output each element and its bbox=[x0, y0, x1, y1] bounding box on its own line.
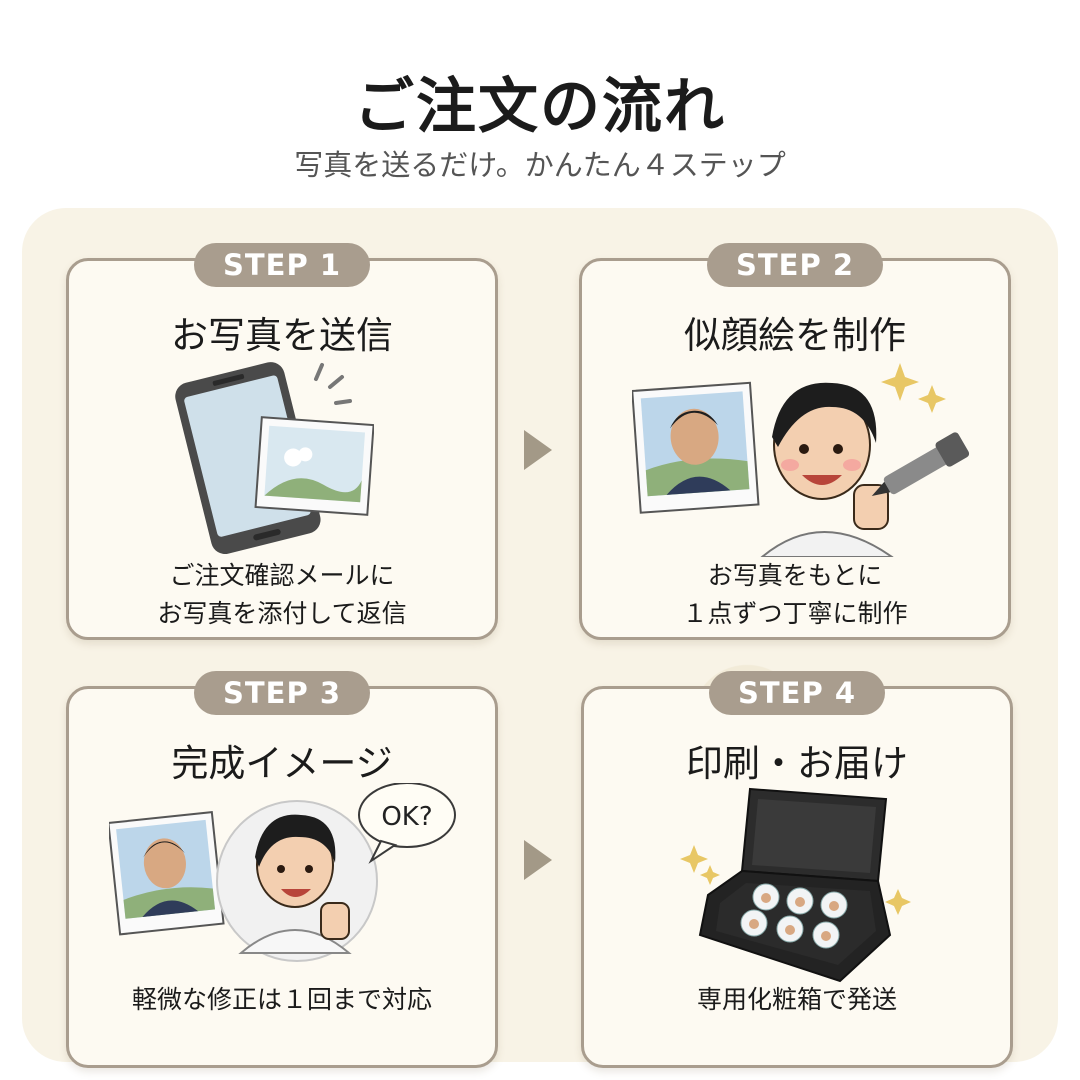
portrait-drawing-icon bbox=[632, 363, 970, 557]
step-card-1: STEP 1 お写真を送信 ご注文確認メールに お写真を添付して返信 bbox=[66, 243, 498, 640]
smartphone-photo-icon bbox=[175, 362, 374, 554]
step-card-4: STEP 4 印刷・お届け 専用化粧箱で発送 bbox=[581, 671, 1013, 1068]
step-title: 似顔絵を制作 bbox=[684, 314, 906, 357]
arrow-icon bbox=[524, 430, 552, 470]
step-title: 印刷・お届け bbox=[686, 742, 908, 785]
step-title: 完成イメージ bbox=[171, 742, 393, 785]
step-desc-line-2: お写真を添付して返信 bbox=[157, 599, 407, 628]
step-card-3: STEP 3 完成イメージ OK? 軽微な修正は１回まで対応 bbox=[66, 671, 498, 1068]
gift-box-icon bbox=[680, 787, 911, 983]
step-title: お写真を送信 bbox=[171, 314, 393, 357]
golf-ball-portrait-icon: OK? bbox=[109, 783, 456, 962]
step-badge: STEP 3 bbox=[194, 671, 370, 715]
arrow-icon bbox=[524, 840, 552, 880]
step-card-2: STEP 2 似顔絵を制作 bbox=[579, 243, 1011, 640]
step-badge: STEP 2 bbox=[707, 243, 883, 287]
page-title: ご注文の流れ bbox=[354, 72, 726, 142]
step-desc-line-1: 専用化粧箱で発送 bbox=[696, 985, 897, 1014]
step-badge: STEP 1 bbox=[194, 243, 370, 287]
step-desc-line-1: ご注文確認メールに bbox=[169, 561, 395, 590]
step-badge: STEP 4 bbox=[709, 671, 885, 715]
steps-panel: STEP 1 お写真を送信 ご注文確認メールに お写真を添付して返信 bbox=[22, 208, 1058, 1068]
step-desc-line-2: １点ずつ丁寧に制作 bbox=[682, 599, 908, 628]
step-desc-line-1: 軽微な修正は１回まで対応 bbox=[131, 985, 432, 1014]
step-desc-line-1: お写真をもとに bbox=[707, 561, 883, 590]
page-subtitle: 写真を送るだけ。かんたん４ステップ bbox=[294, 148, 786, 182]
speech-bubble-text: OK? bbox=[381, 802, 432, 832]
